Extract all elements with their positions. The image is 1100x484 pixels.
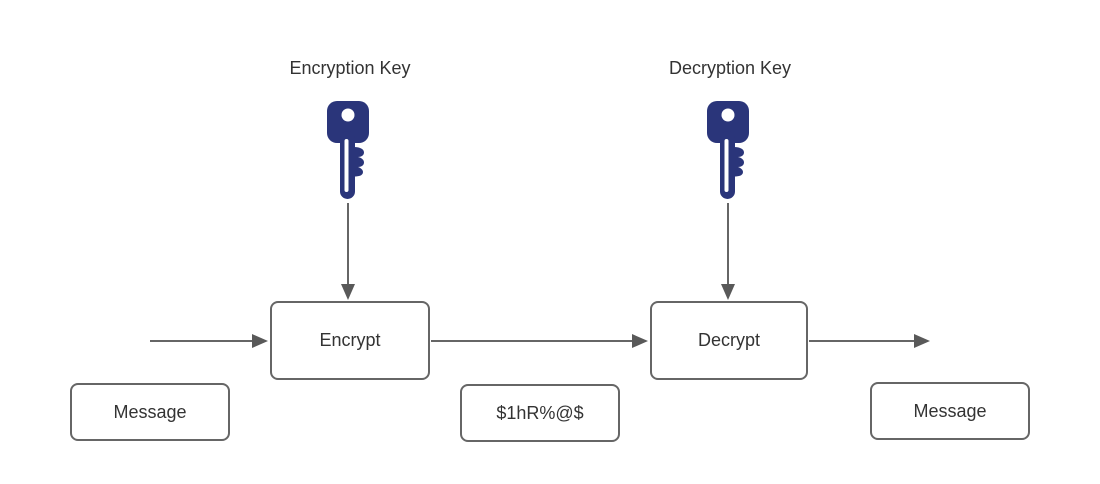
message-input-node: Message <box>70 383 230 441</box>
key-icon <box>707 101 749 199</box>
ciphertext-node: $1hR%@$ <box>460 384 620 442</box>
message-output-node: Message <box>870 382 1030 440</box>
arrowhead-enc-key <box>341 284 355 300</box>
decrypt-node: Decrypt <box>650 301 808 380</box>
encrypt-node: Encrypt <box>270 301 430 380</box>
arrowhead-input <box>252 334 268 348</box>
decryption-key-label: Decryption Key <box>668 58 792 78</box>
arrowhead-dec-key <box>721 284 735 300</box>
encryption-key-label: Encryption Key <box>289 58 411 78</box>
decrypt-node-label: Decrypt <box>697 330 760 350</box>
ciphertext-label: $1hR%@$ <box>496 402 584 423</box>
message-output-label: Message <box>913 400 987 421</box>
arrowhead-output <box>914 334 930 348</box>
key-icon <box>327 101 369 199</box>
arrowhead-cipher <box>632 334 648 348</box>
message-input-label: Message <box>113 401 187 422</box>
encrypt-node-label: Encrypt <box>319 330 381 350</box>
